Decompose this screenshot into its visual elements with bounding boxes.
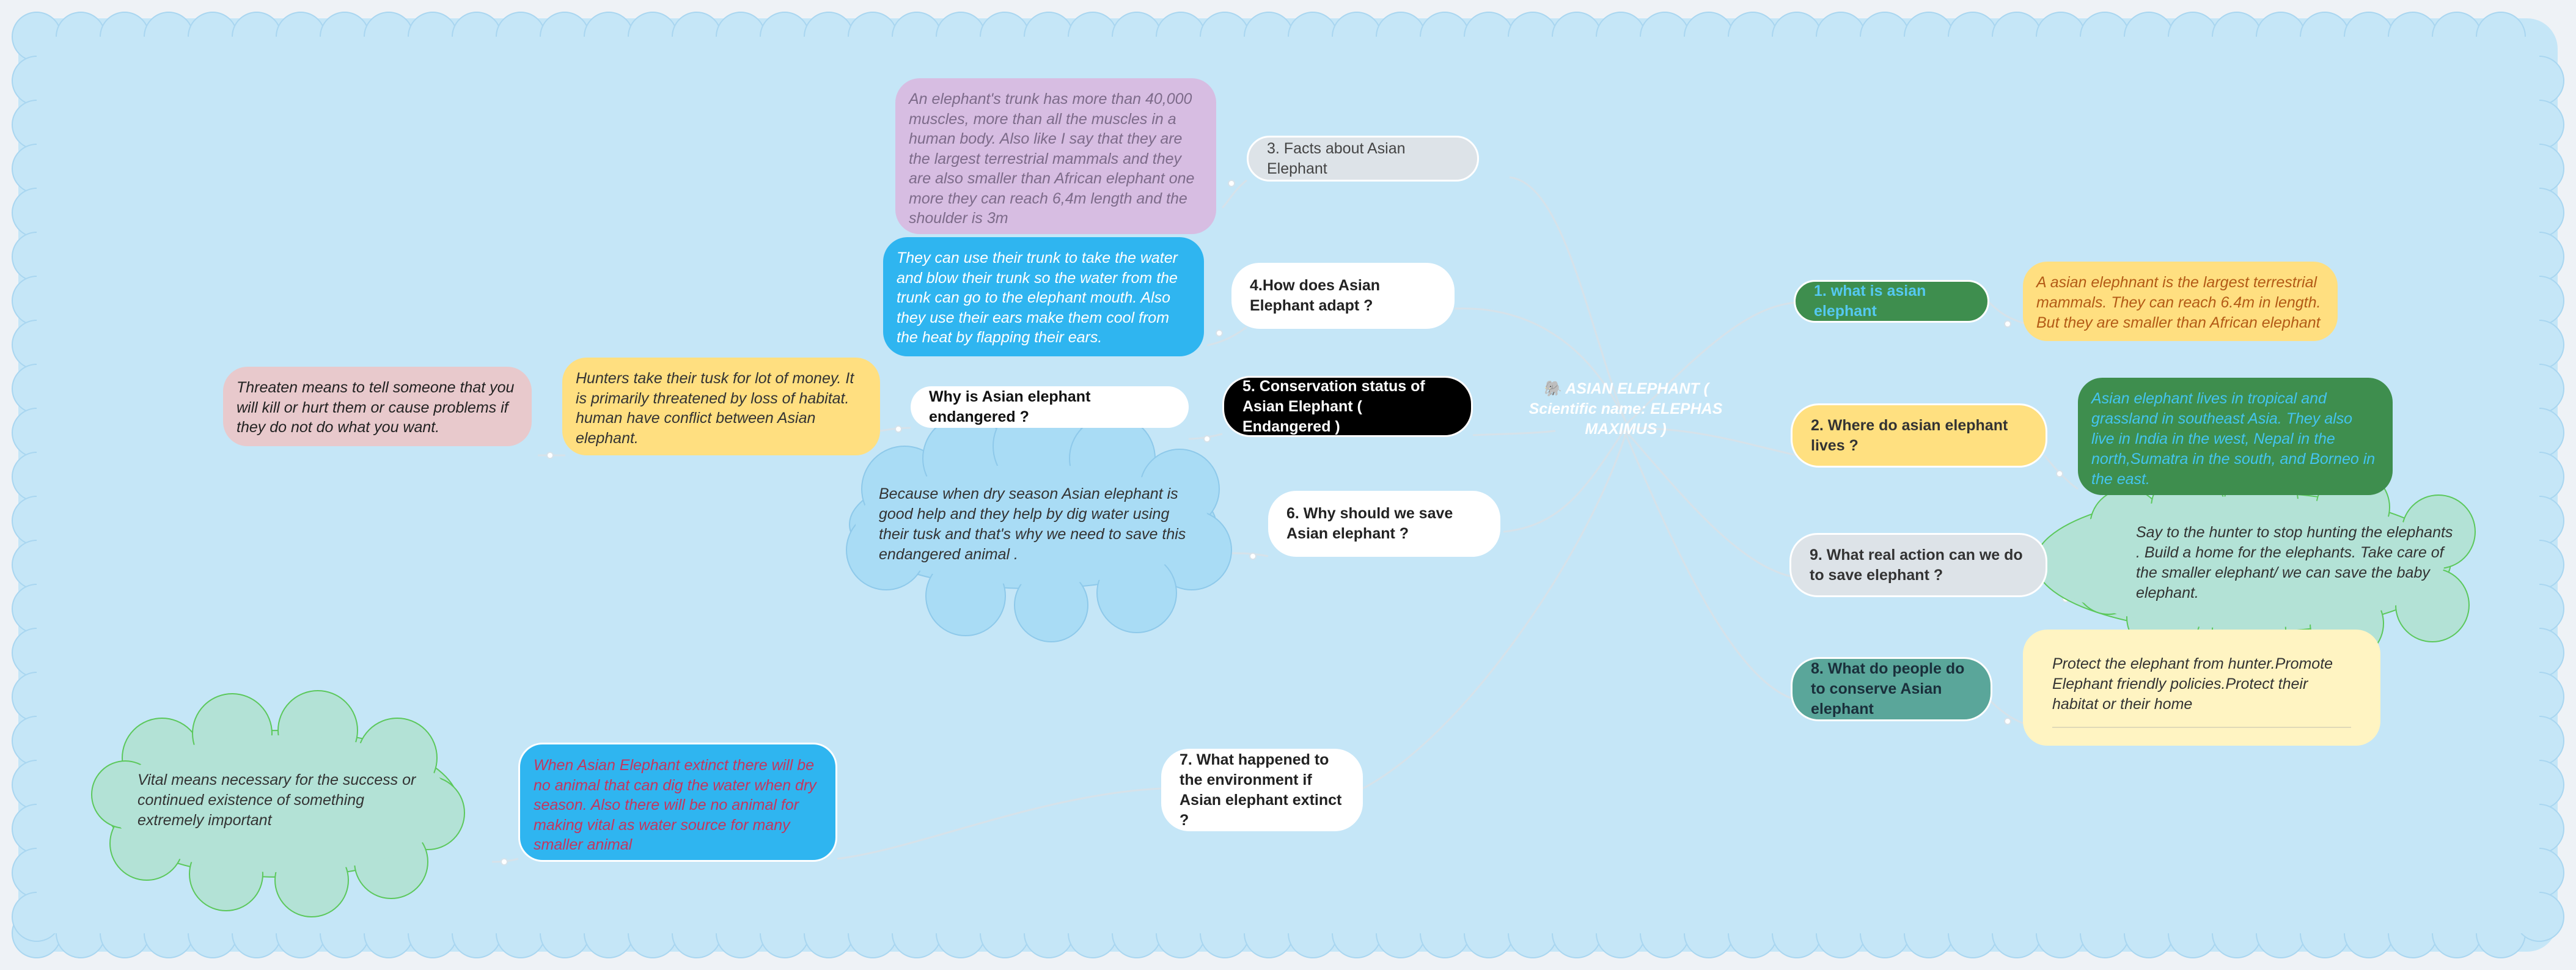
branch-q6[interactable]: 6. Why should we save Asian elephant ? [1268, 491, 1500, 557]
note-a4[interactable]: They can use their trunk to take the wat… [883, 237, 1204, 356]
note-a3-text: An elephant's trunk has more than 40,000… [909, 90, 1195, 227]
note-a1-text: A asian elephnant is the largest terrest… [2036, 274, 2321, 331]
branch-q6-label: 6. Why should we save Asian elephant ? [1286, 505, 1453, 542]
note-a7-vital[interactable]: Vital means necessary for the success or… [138, 770, 434, 843]
note-a8-divider [2052, 727, 2351, 728]
note-a1[interactable]: A asian elephnant is the largest terrest… [2023, 262, 2338, 341]
note-a4-text: They can use their trunk to take the wat… [897, 249, 1178, 346]
boundary-cloud [12, 12, 2564, 958]
branch-q5-sub[interactable]: Why is Asian elephant endangered ? [911, 386, 1189, 428]
branch-q1[interactable]: 1. what is asian elephant [1794, 280, 1989, 323]
note-a6-text: Because when dry season Asian elephant i… [879, 485, 1186, 563]
note-a5-hunters-text: Hunters take their tusk for lot of money… [576, 370, 854, 447]
branch-q5-label: 5. Conservation status of Asian Elephant… [1242, 377, 1425, 435]
note-a9-text: Say to the hunter to stop hunting the el… [2136, 524, 2453, 601]
branch-q7-label: 7. What happened to the environment if A… [1180, 751, 1342, 829]
note-a5-threaten[interactable]: Threaten means to tell someone that you … [223, 367, 532, 446]
branch-q8-label: 8. What do people do to conserve Asian e… [1811, 660, 1965, 718]
elephant-icon: 🐘 [1543, 380, 1562, 397]
note-a7[interactable]: When Asian Elephant extinct there will b… [518, 743, 837, 862]
note-a9[interactable]: Say to the hunter to stop hunting the el… [2136, 523, 2454, 614]
branch-q2-label: 2. Where do asian elephant lives ? [1811, 416, 2008, 454]
branch-q9-label: 9. What real action can we do to save el… [1810, 546, 2023, 584]
note-a8[interactable]: Protect the elephant from hunter.Promote… [2023, 630, 2380, 746]
branch-q5-sub-label: Why is Asian elephant endangered ? [929, 388, 1091, 425]
note-a7-vital-text: Vital means necessary for the success or… [138, 771, 416, 829]
note-a2[interactable]: Asian elephant lives in tropical and gra… [2078, 378, 2393, 495]
branch-q3-label: 3. Facts about Asian Elephant [1267, 139, 1406, 177]
branch-q2[interactable]: 2. Where do asian elephant lives ? [1791, 403, 2047, 468]
branch-q8[interactable]: 8. What do people do to conserve Asian e… [1791, 657, 1992, 721]
branch-q7[interactable]: 7. What happened to the environment if A… [1161, 749, 1363, 831]
cloud-note-a7-vital [91, 690, 465, 917]
cloud-note-a9 [2035, 464, 2476, 667]
branch-q9[interactable]: 9. What real action can we do to save el… [1789, 533, 2047, 597]
note-a6[interactable]: Because when dry season Asian elephant i… [879, 484, 1187, 570]
branch-q5[interactable]: 5. Conservation status of Asian Elephant… [1222, 376, 1473, 437]
branch-q1-label: 1. what is asian elephant [1814, 282, 1926, 320]
branch-q4-label: 4.How does Asian Elephant adapt ? [1250, 277, 1381, 314]
note-a8-text: Protect the elephant from hunter.Promote… [2052, 655, 2333, 713]
note-a7-text: When Asian Elephant extinct there will b… [534, 757, 816, 853]
note-a5-hunters[interactable]: Hunters take their tusk for lot of money… [562, 358, 880, 455]
cloud-note-a6 [846, 400, 1232, 642]
branch-q4[interactable]: 4.How does Asian Elephant adapt ? [1231, 263, 1455, 329]
note-a3[interactable]: An elephant's trunk has more than 40,000… [895, 78, 1216, 234]
central-topic-label: ASIAN ELEPHANT ( Scientific name: ELEPHA… [1528, 380, 1723, 438]
central-topic[interactable]: 🐘 ASIAN ELEPHANT ( Scientific name: ELEP… [1519, 379, 1733, 439]
branch-q3[interactable]: 3. Facts about Asian Elephant [1247, 136, 1479, 182]
note-a2-text: Asian elephant lives in tropical and gra… [2091, 390, 2376, 488]
note-a5-threaten-text: Threaten means to tell someone that you … [237, 379, 515, 436]
